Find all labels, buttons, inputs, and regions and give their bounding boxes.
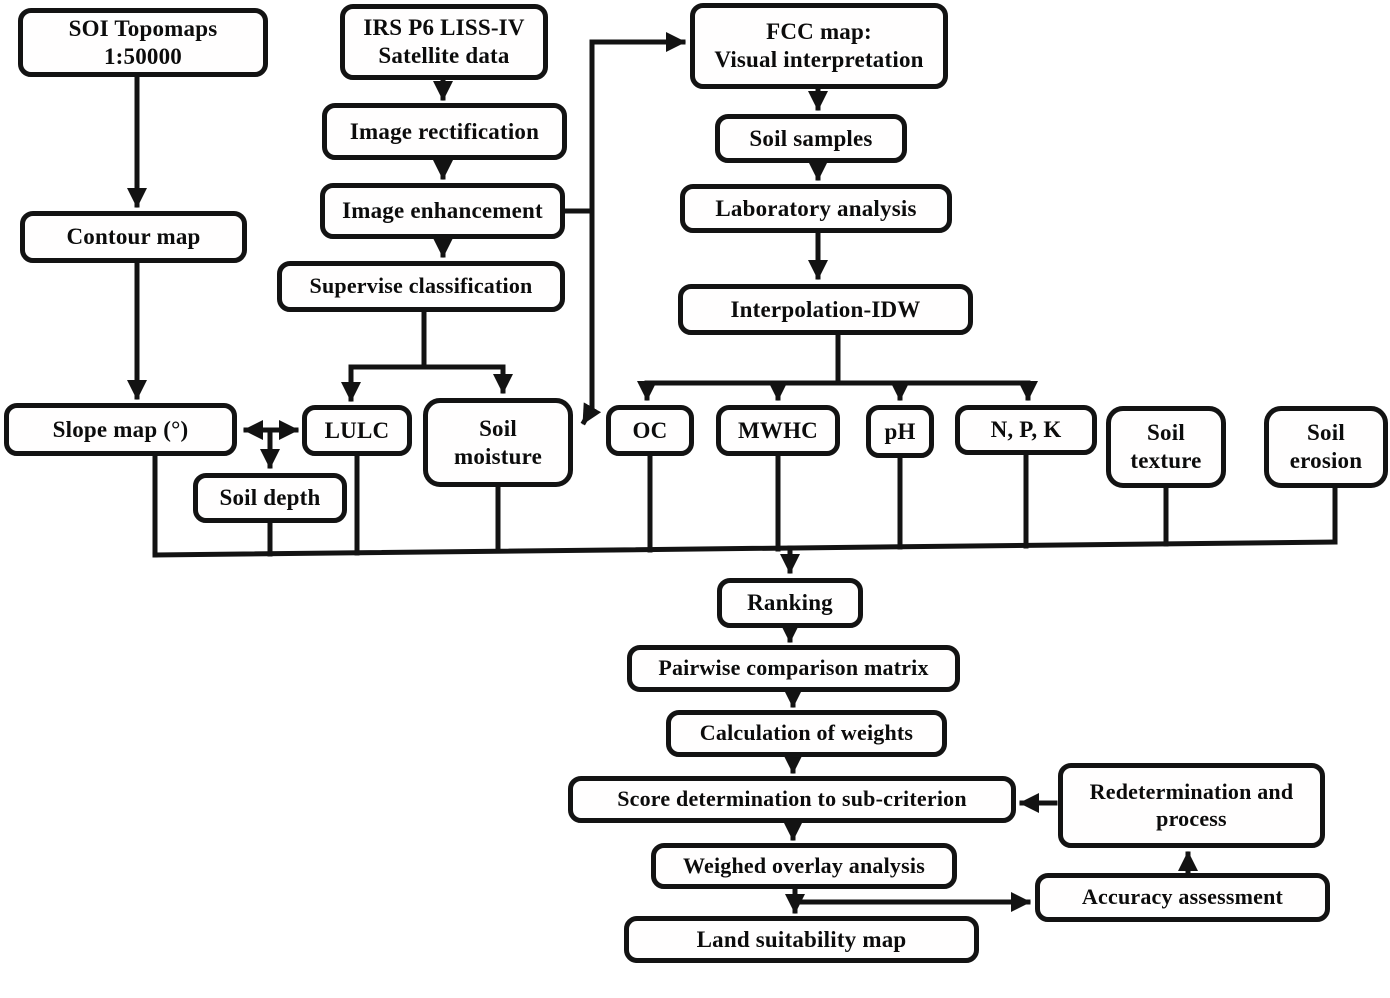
node-irs-satellite-data: IRS P6 LISS-IV Satellite data [340, 4, 548, 80]
node-ph: pH [866, 405, 934, 458]
node-image-rectification: Image rectification [322, 103, 567, 160]
node-score-determination: Score determination to sub-criterion [568, 776, 1016, 823]
line-classification-split [348, 307, 506, 370]
node-fcc-map: FCC map: Visual interpretation [690, 3, 948, 89]
node-soil-erosion: Soil erosion [1264, 406, 1388, 488]
node-soil-moisture: Soil moisture [423, 398, 573, 487]
node-image-enhancement: Image enhancement [320, 183, 565, 239]
node-laboratory-analysis: Laboratory analysis [680, 184, 952, 233]
node-oc: OC [606, 405, 694, 456]
node-npk: N, P, K [955, 405, 1097, 455]
line-idw-distribution [644, 330, 1031, 386]
node-redetermination-process: Redetermination and process [1058, 763, 1325, 848]
arrow-trunk-to-fcc [589, 32, 686, 214]
node-soil-texture: Soil texture [1106, 406, 1226, 488]
node-contour-map: Contour map [20, 211, 247, 263]
node-ranking: Ranking [717, 578, 863, 628]
node-weighed-overlay-analysis: Weighed overlay analysis [651, 843, 957, 889]
node-soi-topomaps: SOI Topomaps 1:50000 [18, 8, 268, 77]
node-mwhc: MWHC [716, 405, 840, 456]
node-land-suitability-map: Land suitability map [624, 916, 979, 963]
node-interpolation-idw: Interpolation-IDW [678, 284, 973, 335]
node-supervise-classification: Supervise classification [277, 261, 565, 312]
node-calculation-of-weights: Calculation of weights [666, 710, 947, 757]
node-soil-samples: Soil samples [715, 114, 907, 163]
node-slope-map: Slope map (°) [4, 403, 237, 456]
node-accuracy-assessment: Accuracy assessment [1035, 873, 1330, 922]
node-soil-depth: Soil depth [193, 473, 347, 523]
arrow-trunk-to-soil-moisture [580, 208, 602, 426]
node-pairwise-comparison-matrix: Pairwise comparison matrix [627, 645, 960, 692]
line-collector [152, 539, 1338, 558]
node-lulc: LULC [302, 405, 412, 456]
